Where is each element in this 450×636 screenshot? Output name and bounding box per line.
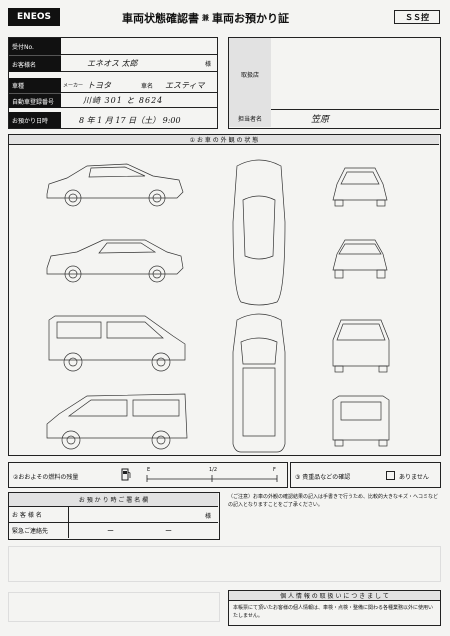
vehicle-diagram[interactable] bbox=[9, 146, 439, 454]
customer-info-table: 受付No. お客様名 エネオス 太郎 様 車種 メーカー トヨタ 車名 エスティ… bbox=[8, 37, 218, 129]
van-right-side-view[interactable] bbox=[46, 393, 188, 450]
sedan-left-side-view[interactable] bbox=[46, 163, 184, 207]
registration-label: 自動車登録番号 bbox=[9, 93, 61, 108]
registration-field[interactable]: 川崎 301 と 8624 bbox=[61, 93, 217, 108]
header-brand: ENEOS bbox=[8, 8, 60, 26]
signature-title: お 預 か り 時 ご 署 名 欄 bbox=[9, 493, 218, 507]
van-rear-view[interactable] bbox=[332, 395, 390, 447]
customer-name-value: エネオス 太郎 bbox=[87, 59, 138, 68]
privacy-box: 個 人 情 報 の 取 扱 い に つ き ま し て 本帳票にて頂いたお客様の… bbox=[228, 590, 441, 626]
fuel-gauge[interactable]: E 1/2 F bbox=[141, 465, 281, 485]
valuables-none-checkbox[interactable] bbox=[386, 471, 395, 480]
contact-field[interactable]: ー ー bbox=[69, 523, 218, 538]
valuables-none-label: ありません bbox=[399, 474, 429, 481]
signature-name-label: お 客 様 名 bbox=[9, 507, 69, 523]
sedan-right-side-view[interactable] bbox=[46, 239, 184, 283]
sedan-rear-view[interactable] bbox=[332, 239, 388, 279]
store-field[interactable] bbox=[271, 38, 439, 110]
registration-value: 川崎 301 と 8624 bbox=[83, 96, 164, 105]
model-value[interactable]: エスティマ bbox=[165, 81, 205, 90]
privacy-title: 個 人 情 報 の 取 扱 い に つ き ま し て bbox=[229, 591, 440, 601]
van-front-view[interactable] bbox=[332, 319, 390, 373]
signature-honorific: 様 bbox=[205, 513, 212, 520]
customer-name-label: お客様名 bbox=[9, 55, 61, 72]
staff-value: 笠原 bbox=[311, 115, 330, 125]
fuel-gauge-half: 1/2 bbox=[209, 467, 218, 473]
copy-badge: ＳＳ控 bbox=[394, 10, 440, 24]
privacy-body: 本帳票にて頂いたお客様の個人情報は、車検・点検・整備に関わる各種業務以外に使用い… bbox=[233, 605, 434, 619]
van-left-side-view[interactable] bbox=[48, 315, 186, 372]
title-part2: 車両お預かり証 bbox=[212, 12, 289, 25]
title-part1: 車両状態確認書 bbox=[122, 12, 199, 25]
customer-name-field[interactable]: エネオス 太郎 様 bbox=[61, 55, 217, 72]
staff-label: 担当者名 bbox=[229, 110, 271, 127]
maker-value[interactable]: トヨタ bbox=[87, 81, 111, 90]
staff-field[interactable]: 笠原 bbox=[271, 110, 439, 127]
exterior-section: ① お 車 の 外 観 の 状 態 bbox=[8, 134, 441, 456]
fuel-pump-icon bbox=[121, 466, 131, 481]
contact-dash-2: ー bbox=[165, 527, 172, 535]
valuables-section: ③ 貴重品などの確認 ありません bbox=[290, 462, 441, 488]
fuel-gauge-full: F bbox=[273, 467, 276, 473]
faded-signature-area bbox=[8, 592, 220, 622]
date-value: 8 年 1 月 17 日（土） 9:00 bbox=[79, 116, 181, 125]
fuel-gauge-empty: E bbox=[147, 467, 151, 473]
contact-dash-1: ー bbox=[107, 527, 114, 535]
customer-name-honorific: 様 bbox=[205, 61, 212, 68]
store-label: 取扱店 bbox=[229, 38, 271, 110]
store-box: 取扱店 担当者名 笠原 bbox=[228, 37, 441, 129]
sedan-front-view[interactable] bbox=[332, 167, 388, 207]
fuel-section: ②おおよその燃料の残量 E 1/2 F bbox=[8, 462, 288, 488]
model-label: 車名 bbox=[141, 83, 154, 90]
page-title: 車両状態確認書 兼 車両お預かり証 bbox=[122, 9, 392, 27]
signature-name-field[interactable]: 様 bbox=[69, 507, 218, 523]
signature-box: お 預 か り 時 ご 署 名 欄 お 客 様 名 様 緊急ご連絡先 ー ー bbox=[8, 492, 220, 540]
fuel-label: ②おおよその燃料の残量 bbox=[13, 474, 79, 481]
vehicle-label: 車種 bbox=[9, 78, 61, 93]
faded-notice-area bbox=[8, 546, 441, 582]
contact-label: 緊急ご連絡先 bbox=[9, 523, 69, 538]
receipt-no-label: 受付No. bbox=[9, 38, 61, 55]
caution-note: （ご注意）お車の外観の確認結果の記入は手書きで行うため、比較的大きなキズ・ヘコミ… bbox=[228, 494, 439, 508]
valuables-label: ③ 貴重品などの確認 bbox=[295, 474, 351, 481]
date-field[interactable]: 8 年 1 月 17 日（土） 9:00 bbox=[61, 112, 217, 128]
van-top-view[interactable] bbox=[232, 313, 286, 453]
vehicle-row: メーカー トヨタ 車名 エスティマ bbox=[61, 78, 217, 93]
exterior-section-header: ① お 車 の 外 観 の 状 態 bbox=[9, 135, 439, 145]
receipt-no-field[interactable] bbox=[61, 38, 217, 55]
sedan-top-view[interactable] bbox=[232, 159, 286, 306]
date-label: お預かり日時 bbox=[9, 112, 61, 128]
maker-label: メーカー bbox=[63, 83, 84, 89]
title-joiner: 兼 bbox=[202, 14, 209, 22]
